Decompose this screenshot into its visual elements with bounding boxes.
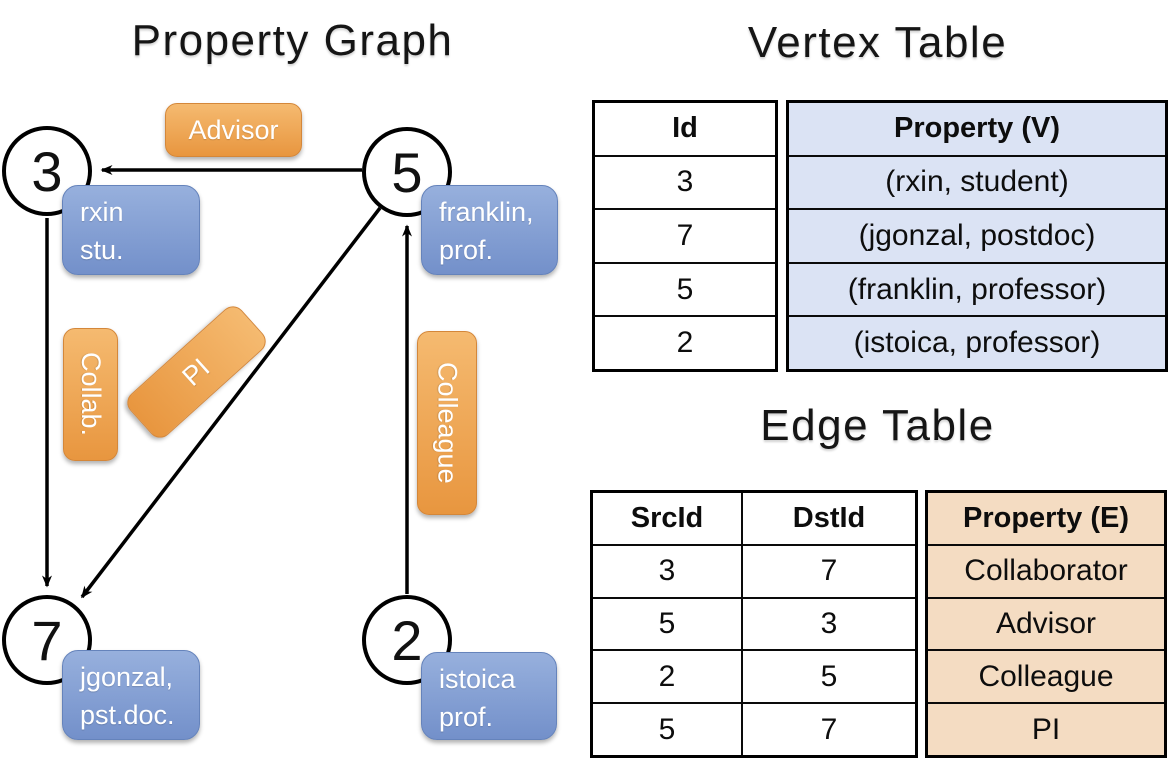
edge-table-id-columns: SrcId DstId 3 7 5 3 2 5 5 7 (590, 490, 918, 758)
table-cell: Advisor (928, 596, 1164, 650)
vertex-prop-7-line1: jgonzal, (80, 662, 174, 692)
vertex-table-header-property: Property (V) (894, 112, 1060, 145)
table-cell: (franklin, professor) (789, 261, 1165, 316)
edge-label-collab-text: Collab. (76, 352, 106, 437)
property-graph-title: Property Graph (131, 16, 454, 65)
table-row: 5 3 (593, 596, 915, 650)
table-cell: 5 (741, 651, 915, 703)
edge-label-colleague-text: Colleague (432, 362, 463, 484)
table-cell: 2 (658, 659, 676, 693)
vertex-prop-2-line1: istoica (439, 664, 516, 694)
edge-arrow-5-to-7 (80, 206, 382, 599)
vertex-node-7-id: 7 (31, 608, 63, 672)
edge-table-title: Edge Table (760, 401, 995, 450)
vertex-node-5: 5 (362, 127, 452, 217)
table-cell: 3 (595, 154, 775, 209)
vertex-prop-3-line1: rxin (80, 197, 124, 227)
vertex-table: Id 3 7 5 2 Property (V) (rxin, student) … (592, 100, 1168, 372)
edge-table-header-dstid: DstId (741, 493, 915, 544)
table-cell: (istoica, professor) (789, 315, 1165, 369)
table-cell: 5 (658, 606, 676, 640)
table-cell: 3 (741, 598, 915, 650)
edge-table-property-column: Property (E) Collaborator Advisor Collea… (925, 490, 1167, 758)
vertex-node-5-id: 5 (391, 140, 423, 204)
table-cell: 7 (595, 208, 775, 262)
vertex-prop-5-line1: franklin, (439, 197, 534, 227)
table-row: 5 7 (593, 702, 915, 755)
vertex-prop-box-2: istoica prof. (421, 652, 557, 740)
table-cell: 7 (741, 704, 915, 755)
table-cell: 7 (741, 545, 915, 597)
table-cell: (rxin, student) (789, 154, 1165, 209)
table-cell: 3 (658, 554, 676, 588)
table-cell: (jgonzal, postdoc) (789, 208, 1165, 262)
graph-edges (42, 165, 412, 599)
edge-label-colleague: Colleague (417, 331, 477, 515)
table-row: 2 5 (593, 649, 915, 703)
edge-label-advisor-text: Advisor (188, 114, 279, 145)
vertex-prop-5-line2: prof. (439, 235, 494, 265)
table-cell: Collaborator (928, 543, 1164, 597)
edge-label-advisor: Advisor (165, 103, 302, 157)
table-cell: 5 (658, 712, 676, 746)
vertex-table-header-id: Id (672, 112, 698, 145)
vertex-prop-box-3: rxin stu. (62, 185, 200, 275)
vertex-prop-box-7: jgonzal, pst.doc. (62, 650, 200, 740)
table-header-row: SrcId DstId (593, 493, 915, 544)
vertex-node-2-id: 2 (391, 608, 423, 672)
table-cell: 2 (595, 315, 775, 369)
vertex-prop-7-line2: pst.doc. (80, 700, 175, 730)
vertex-prop-2-line2: prof. (439, 702, 494, 732)
table-row: 3 7 (593, 543, 915, 597)
vertex-table-id-column: Id 3 7 5 2 (592, 100, 778, 372)
edge-table-header-property: Property (E) (963, 501, 1129, 534)
edge-label-collab: Collab. (63, 328, 118, 461)
table-cell: PI (928, 702, 1164, 755)
vertex-table-property-column: Property (V) (rxin, student) (jgonzal, p… (786, 100, 1168, 372)
table-cell: Colleague (928, 649, 1164, 702)
vertex-prop-box-5: franklin, prof. (421, 185, 558, 275)
vertex-prop-3-line2: stu. (80, 235, 124, 265)
edge-table-header-srcid: SrcId (630, 501, 704, 534)
vertex-node-2: 2 (362, 595, 452, 685)
edge-table: SrcId DstId 3 7 5 3 2 5 5 7 Property (E)… (590, 490, 1167, 758)
vertex-table-title: Vertex Table (747, 18, 1008, 67)
table-cell: 5 (595, 261, 775, 316)
vertex-node-3-id: 3 (31, 139, 63, 203)
edge-label-pi-text: PI (176, 351, 216, 392)
